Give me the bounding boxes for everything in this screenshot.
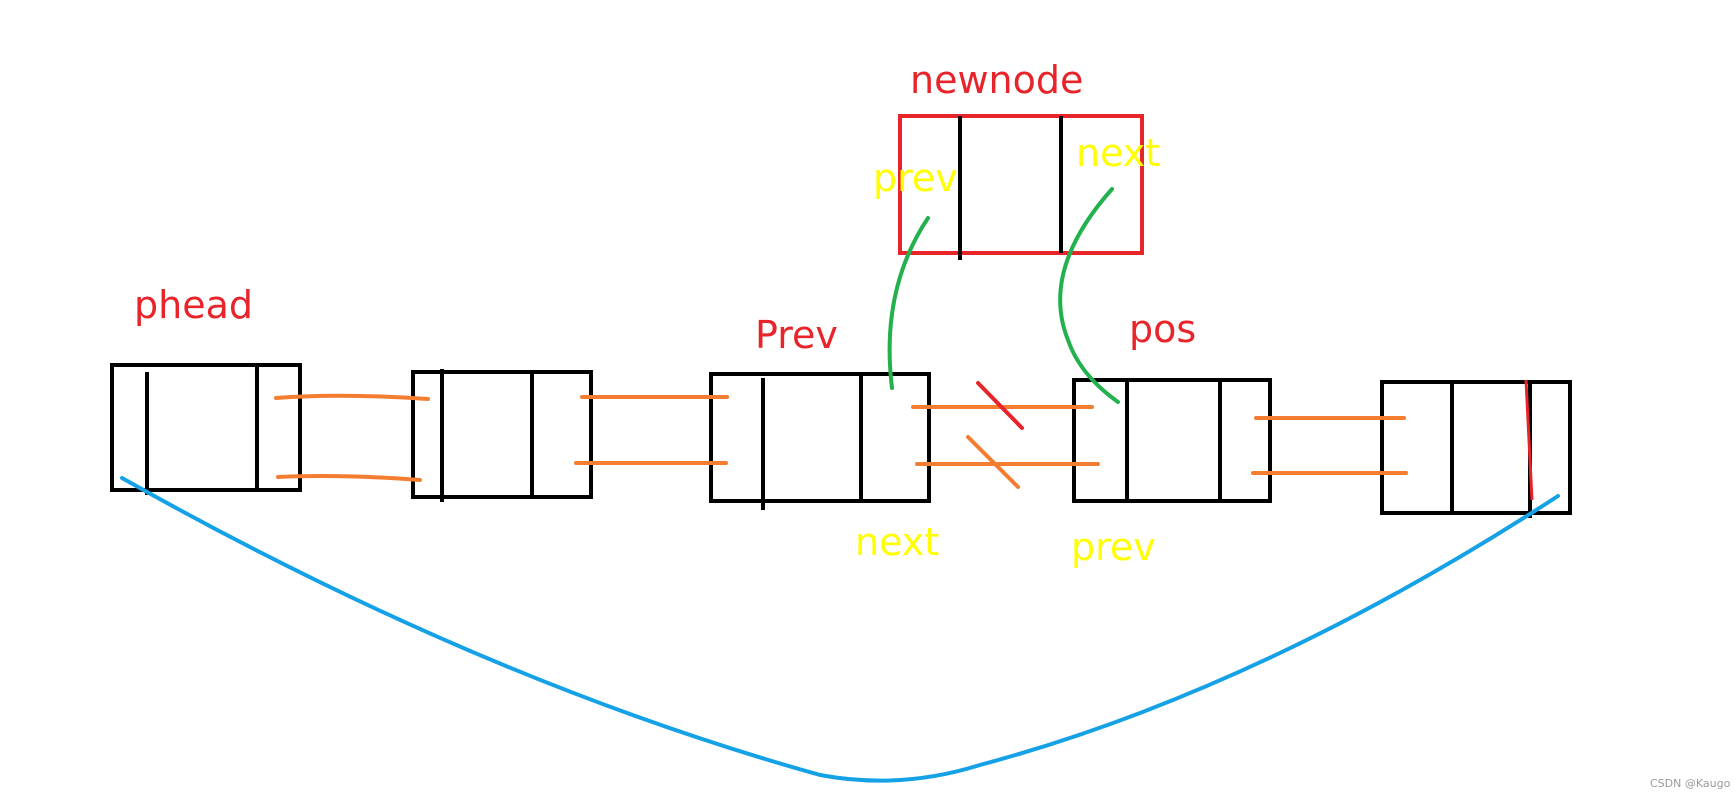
links <box>274 393 1408 482</box>
cut-marks <box>966 381 1024 489</box>
node-phead-box <box>110 363 302 492</box>
newnode <box>898 114 1144 260</box>
label-prev-node: Prev <box>755 313 838 357</box>
node-pos <box>1072 378 1272 503</box>
node-2 <box>411 369 593 502</box>
node-prev <box>709 372 931 510</box>
label-phead: phead <box>134 283 253 327</box>
node-pos-box <box>1072 378 1272 503</box>
circular-link <box>120 476 1560 783</box>
node-tail-red-mark <box>1524 379 1534 501</box>
label-pos-node: pos <box>1129 307 1196 351</box>
label-newnode-prev: prev <box>873 156 958 200</box>
newnode-box <box>898 114 1144 255</box>
node-phead <box>110 363 302 495</box>
label-pos-prev: prev <box>1071 525 1156 569</box>
new-link-newnode-next <box>1058 187 1120 404</box>
new-link-newnode-prev <box>887 216 930 390</box>
node-prev-box <box>709 372 931 503</box>
cut-mark-prev <box>966 435 1020 489</box>
label-prev-next: next <box>855 520 939 564</box>
new-links <box>887 187 1120 404</box>
label-newnode-next: next <box>1076 131 1160 175</box>
watermark: CSDN @Kaugo <box>1650 777 1731 790</box>
link-node2-phead-prev <box>276 474 422 482</box>
cut-mark-next <box>976 381 1024 430</box>
label-newnode: newnode <box>910 58 1083 102</box>
link-phead-node2-next <box>274 393 430 401</box>
node-tail-box <box>1380 380 1572 515</box>
node-tail <box>1380 379 1572 518</box>
node-2-box <box>411 370 593 499</box>
